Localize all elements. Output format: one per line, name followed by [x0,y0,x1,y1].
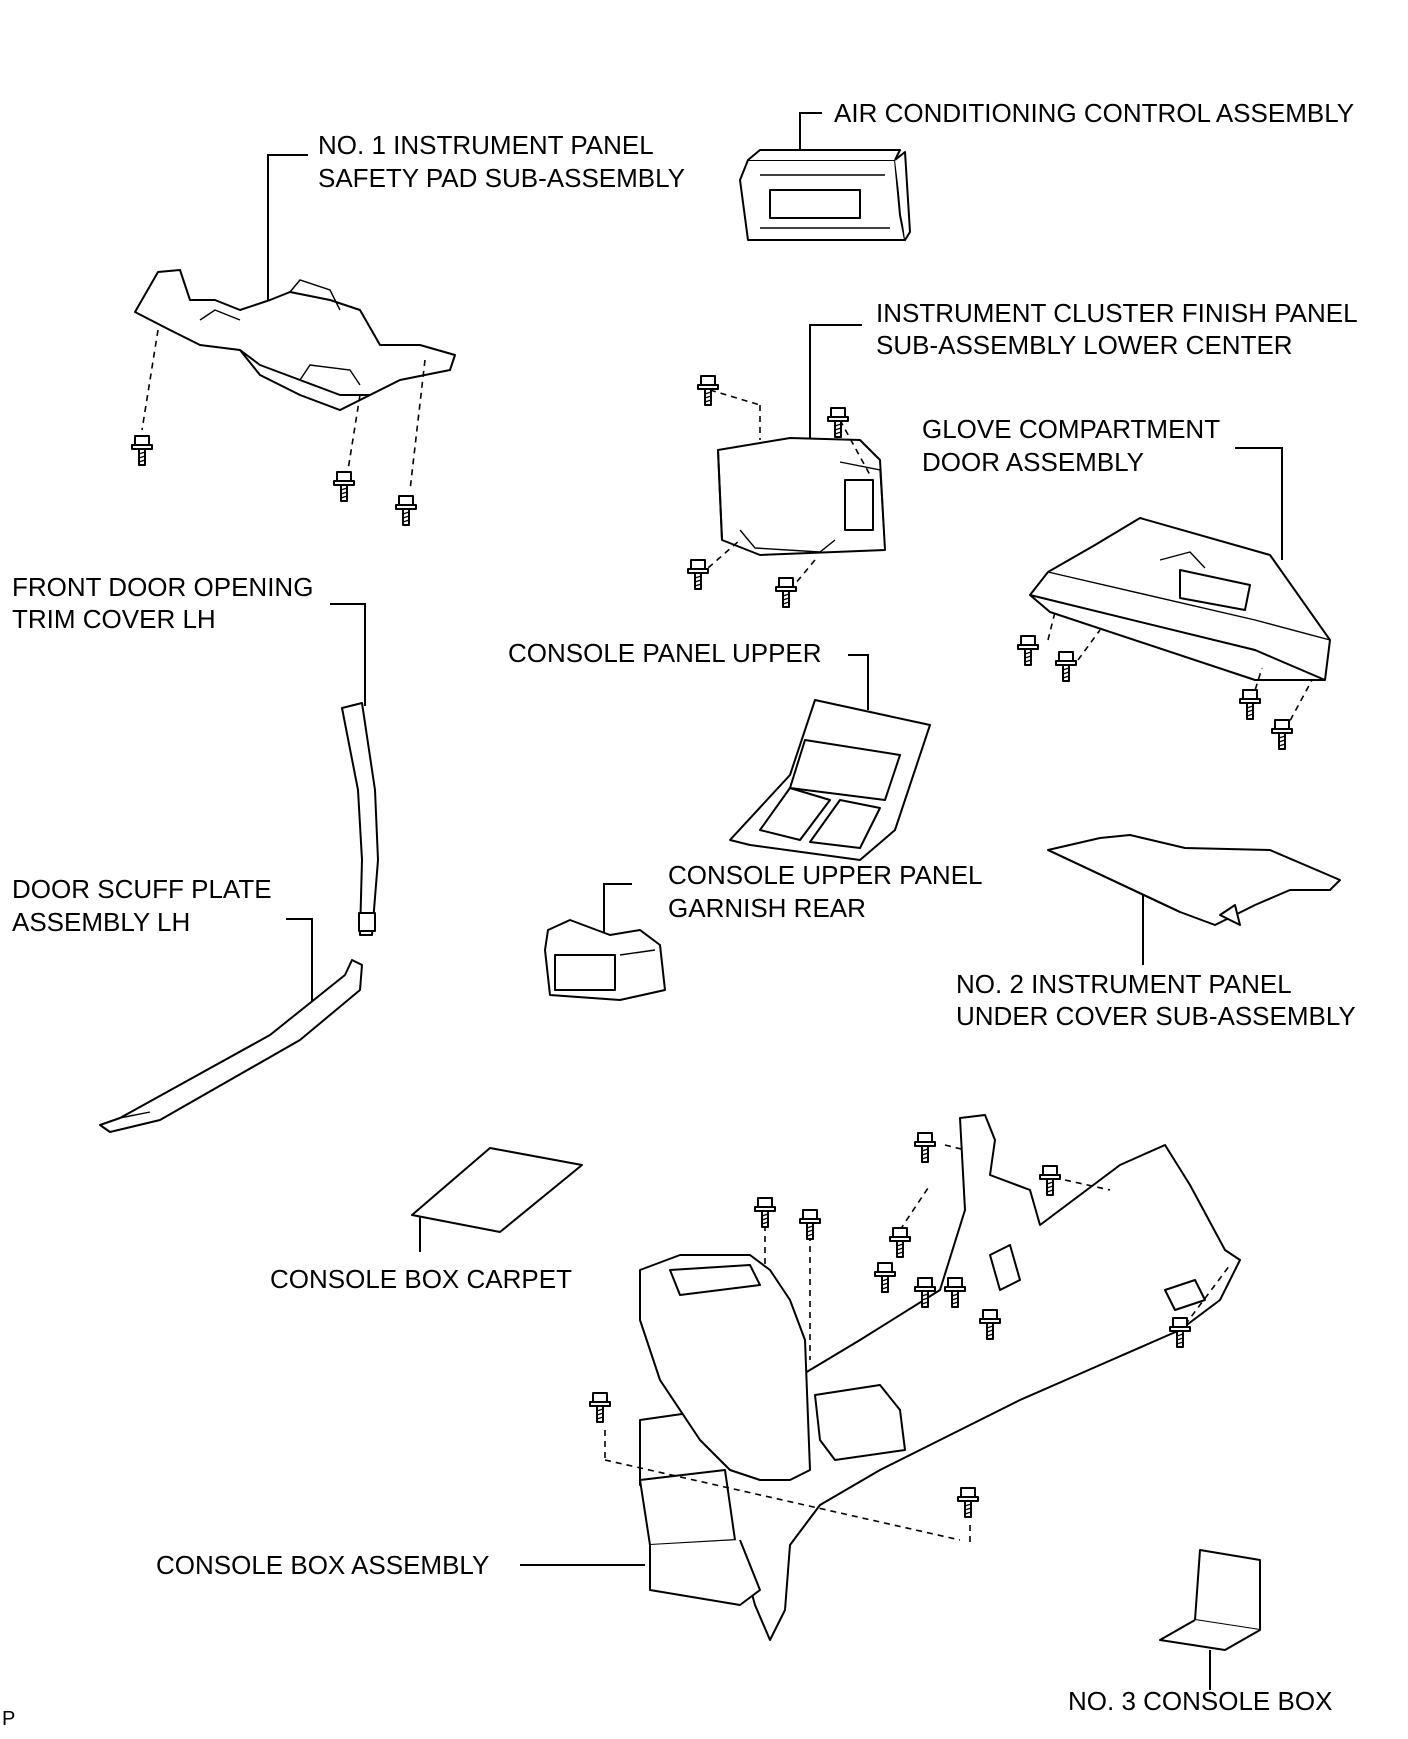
label-front-door-line1: FRONT DOOR OPENING [12,572,314,602]
label-safety-pad-line2: SAFETY PAD SUB-ASSEMBLY [318,163,685,193]
cluster-finish-panel-part [687,324,886,608]
label-console-panel-upper: CONSOLE PANEL UPPER [508,638,822,668]
console-panel-upper-part [729,654,931,861]
label-glove-line2: DOOR ASSEMBLY [922,447,1145,477]
under-cover-part [1047,834,1341,965]
console-garnish-rear-part [544,883,666,1001]
label-under-cover-line1: NO. 2 INSTRUMENT PANEL [956,969,1292,999]
label-door-scuff-line1: DOOR SCUFF PLATE [12,874,272,904]
label-door-scuff-line2: ASSEMBLY LH [12,907,191,937]
air-conditioning-control-part [739,112,911,241]
label-air-conditioning-control: AIR CONDITIONING CONTROL ASSEMBLY [834,98,1355,128]
front-door-trim-part [330,603,379,936]
label-no3-console-box: NO. 3 CONSOLE BOX [1068,1686,1333,1716]
label-console-box-carpet: CONSOLE BOX CARPET [270,1264,572,1294]
label-safety-pad-line1: NO. 1 INSTRUMENT PANEL [318,130,654,160]
safety-pad-part [131,154,456,526]
label-console-box-assembly: CONSOLE BOX ASSEMBLY [156,1550,490,1580]
label-console-garnish-line1: CONSOLE UPPER PANEL [668,860,983,890]
label-cluster-finish-line1: INSTRUMENT CLUSTER FINISH PANEL [876,298,1358,328]
label-under-cover-line2: UNDER COVER SUB-ASSEMBLY [956,1001,1356,1031]
console-box-carpet-part [411,1147,583,1252]
door-scuff-plate-part [99,918,363,1133]
label-cluster-finish-line2: SUB-ASSEMBLY LOWER CENTER [876,330,1293,360]
label-glove-line1: GLOVE COMPARTMENT [922,414,1221,444]
console-box-assembly-part [520,1114,1261,1690]
label-front-door-line2: TRIM COVER LH [12,604,216,634]
label-console-garnish-line2: GARNISH REAR [668,893,866,923]
glove-compartment-part [1017,447,1331,750]
corner-mark: P [2,1708,16,1730]
